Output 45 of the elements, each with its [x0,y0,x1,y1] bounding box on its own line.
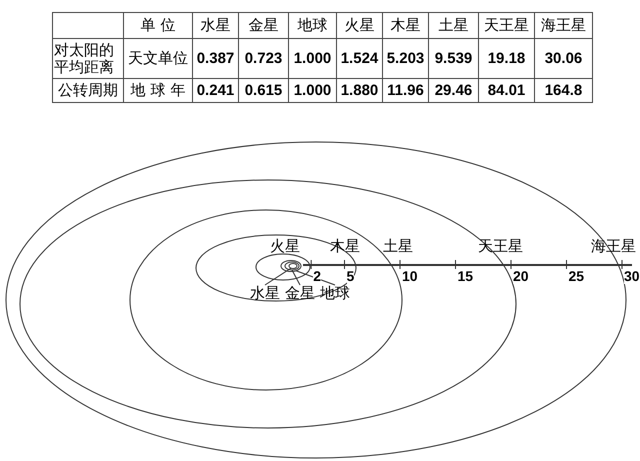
table-cell: 19.18 [478,38,534,78]
tick-label: 2 [313,269,321,284]
planet-label: 海王星 [591,238,636,255]
table-cell: 1.880 [336,78,382,102]
tick-label: 10 [402,269,418,284]
leader-line [296,270,336,286]
table-cell: 水星 [192,12,238,38]
table-cell: 0.241 [192,78,238,102]
leader-line [264,268,292,286]
table-cell: 29.46 [428,78,478,102]
table-cell: 1.000 [288,38,336,78]
tick-label: 25 [568,269,584,284]
table-cell: 金星 [238,12,288,38]
tick-label: 30 [624,269,640,284]
table-cell: 1.000 [288,78,336,102]
table-cell: 火星 [336,12,382,38]
table-cell: 9.539 [428,38,478,78]
table-cell: 5.203 [382,38,428,78]
leader-line [292,270,300,286]
table-cell: 0.387 [192,38,238,78]
table-cell: 164.8 [534,78,592,102]
planet-label: 土星 [383,238,413,255]
table-cell: 海王星 [534,12,592,38]
table-cell: 木星 [382,12,428,38]
tick-label: 20 [513,269,529,284]
table-cell: 土星 [428,12,478,38]
tick-label: 5 [346,269,354,284]
table-cell: 1.524 [336,38,382,78]
table-cell: 11.96 [382,78,428,102]
table-cell: 公转周期 [52,78,124,102]
table-cell: 地球 [288,12,336,38]
table-cell: 0.615 [238,78,288,102]
orbit [280,260,302,272]
table-cell: 84.01 [478,78,534,102]
table-cell: 地 球 年 [124,78,192,102]
table-cell: 天王星 [478,12,534,38]
table-cell: 对太阳的平均距离 [52,38,124,78]
tick-label: 15 [458,269,474,284]
table-cell: 单 位 [124,12,192,38]
table-cell: 0.723 [238,38,288,78]
table-cell: 天文单位 [124,38,192,78]
planet-label: 水星 [250,285,280,302]
planet-label: 火星 [270,238,300,255]
planet-label: 金星 [285,285,315,302]
table-cell: 30.06 [534,38,592,78]
